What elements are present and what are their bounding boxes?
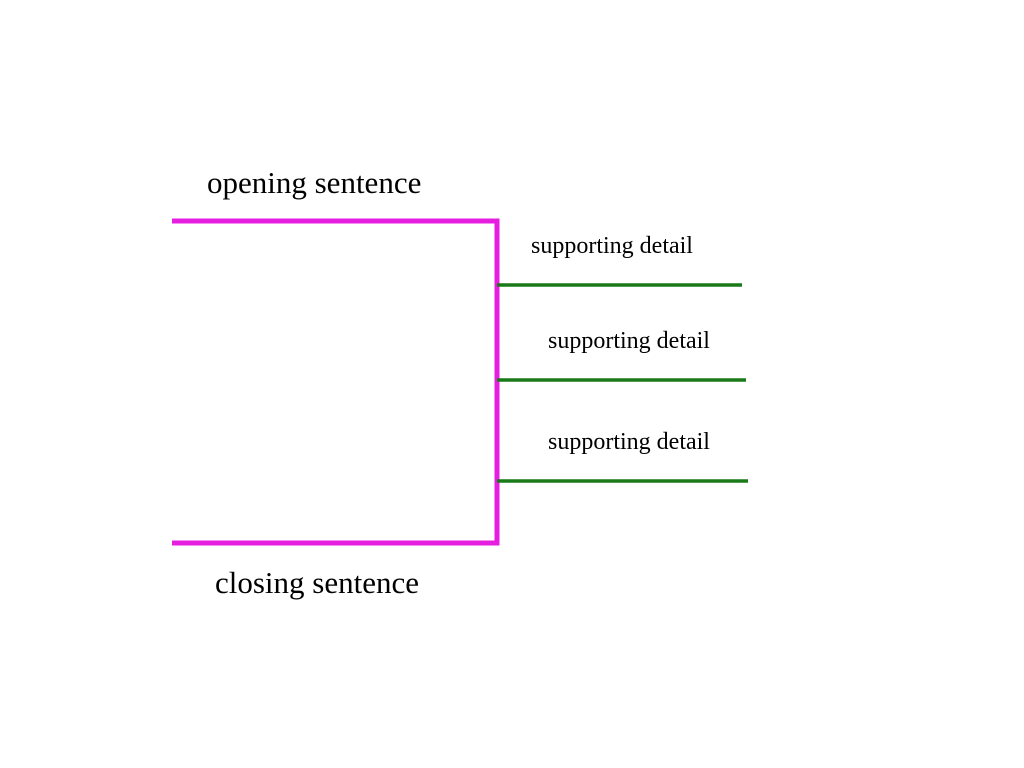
supporting-detail-label-1: supporting detail (531, 233, 693, 259)
opening-sentence-label: opening sentence (207, 165, 422, 200)
paragraph-bracket (172, 218, 500, 546)
closing-sentence-label: closing sentence (215, 565, 420, 600)
supporting-detail-label-2: supporting detail (548, 328, 710, 354)
supporting-detail-label-3: supporting detail (548, 429, 710, 455)
